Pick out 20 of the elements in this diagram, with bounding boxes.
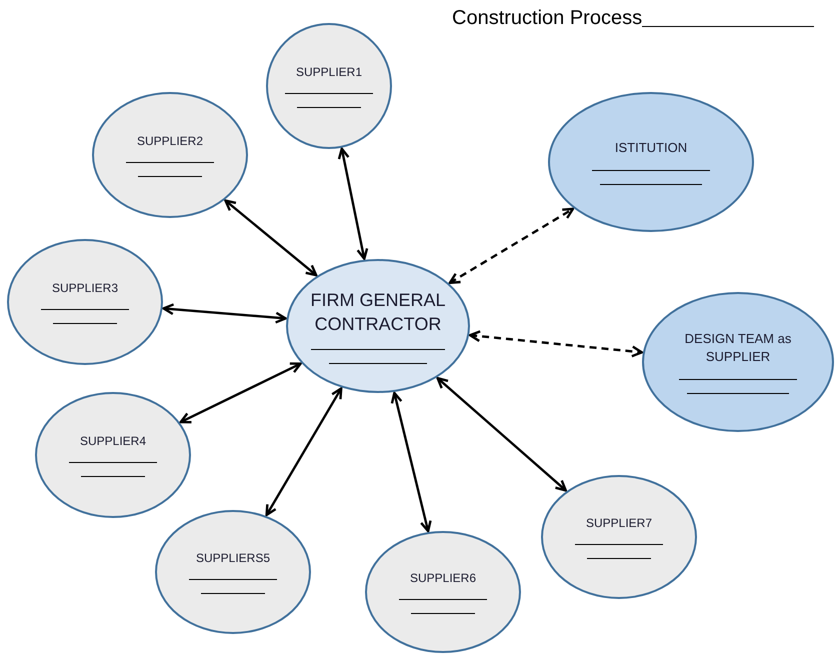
- ellipse-label: FIRM GENERAL CONTRACTOR: [309, 289, 447, 336]
- ellipse-label: DESIGN TEAM as SUPPLIER: [684, 330, 792, 366]
- ellipse-label: ISTITUTION: [614, 139, 688, 157]
- title: Construction Process: [452, 6, 642, 31]
- ellipse-label: SUPPLIER4: [78, 433, 148, 449]
- double-arrow: [265, 387, 342, 516]
- double-arrow: [162, 303, 287, 324]
- ellipse-label: SUPPLIER1: [294, 64, 364, 80]
- double-arrow: [390, 392, 432, 532]
- ellipse-label: SUPPLIER7: [584, 515, 654, 531]
- double-arrow: [468, 330, 644, 358]
- ellipse-label: SUPPLIER2: [136, 133, 204, 149]
- ellipse-label: SUPPLIERS5: [194, 550, 272, 566]
- double-arrow: [436, 377, 567, 492]
- double-arrow: [448, 208, 574, 284]
- ellipse-label: SUPPLIER3: [50, 280, 120, 296]
- double-arrow: [338, 148, 368, 260]
- double-arrow: [224, 199, 318, 276]
- double-arrow: [180, 362, 302, 424]
- ellipse-label: SUPPLIER6: [408, 570, 478, 586]
